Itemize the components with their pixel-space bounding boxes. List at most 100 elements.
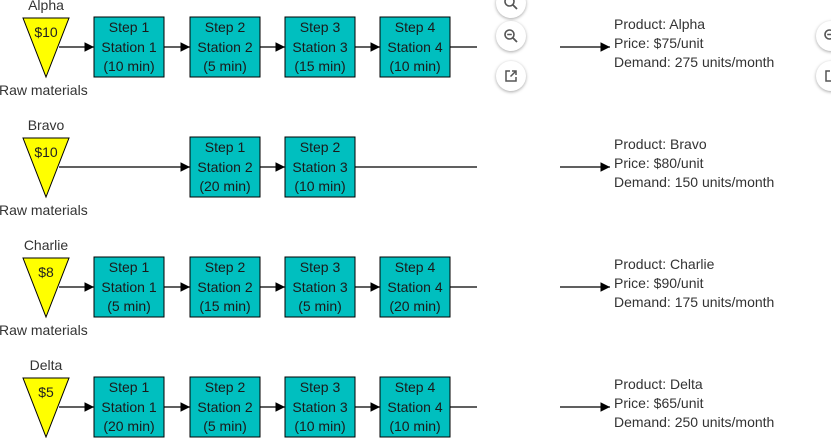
station-box[interactable]: Step 1 Station 1 (20 min) bbox=[93, 376, 165, 438]
station-box[interactable]: Step 4 Station 4 (20 min) bbox=[379, 256, 451, 318]
station-name-label: Station 1 bbox=[101, 39, 156, 55]
station-box[interactable]: Step 2 Station 3 (10 min) bbox=[284, 136, 356, 198]
station-name-label: Station 3 bbox=[292, 279, 347, 295]
raw-material-triangle[interactable] bbox=[22, 17, 70, 79]
station-time-label: (15 min) bbox=[199, 298, 250, 314]
station-box[interactable]: Step 2 Station 2 (15 min) bbox=[189, 256, 261, 318]
raw-material-price: $10 bbox=[34, 144, 58, 160]
station-box-rect bbox=[284, 136, 356, 198]
station-step-label: Step 2 bbox=[300, 139, 341, 155]
zoom-out-icon bbox=[504, 29, 518, 43]
raw-material-triangle[interactable] bbox=[22, 377, 70, 438]
raw-material-name: Bravo bbox=[28, 117, 65, 133]
station-box-rect bbox=[189, 16, 261, 78]
station-time-label: (20 min) bbox=[103, 418, 154, 434]
product-info-line: Price: $80/unit bbox=[614, 155, 704, 171]
station-box-rect bbox=[189, 136, 261, 198]
product-info-line: Price: $75/unit bbox=[614, 35, 704, 51]
raw-material-triangle[interactable] bbox=[22, 257, 70, 319]
station-name-label: Station 2 bbox=[197, 159, 252, 175]
product-info-line: Product: Charlie bbox=[614, 256, 715, 272]
station-box-rect bbox=[284, 376, 356, 438]
raw-materials-label: Raw materials bbox=[0, 322, 88, 338]
station-step-label: Step 1 bbox=[109, 259, 150, 275]
raw-material-name: Alpha bbox=[28, 0, 64, 13]
raw-material-name: Charlie bbox=[24, 237, 69, 253]
station-step-label: Step 2 bbox=[205, 19, 246, 35]
station-step-label: Step 4 bbox=[395, 259, 436, 275]
station-name-label: Station 4 bbox=[387, 39, 442, 55]
raw-material-name: Delta bbox=[30, 357, 63, 373]
station-name-label: Station 3 bbox=[292, 159, 347, 175]
station-name-label: Station 3 bbox=[292, 39, 347, 55]
station-time-label: (10 min) bbox=[103, 58, 154, 74]
product-info-line: Product: Bravo bbox=[614, 136, 707, 152]
station-box-rect bbox=[189, 256, 261, 318]
zoom-out-icon bbox=[824, 29, 831, 40]
station-name-label: Station 3 bbox=[292, 399, 347, 415]
station-step-label: Step 1 bbox=[109, 19, 150, 35]
station-box[interactable]: Step 1 Station 1 (5 min) bbox=[93, 256, 165, 318]
station-name-label: Station 1 bbox=[101, 279, 156, 295]
zoom-out-button[interactable] bbox=[496, 21, 526, 51]
station-time-label: (5 min) bbox=[298, 298, 342, 314]
raw-material-triangle[interactable] bbox=[22, 137, 70, 199]
raw-material-price: $8 bbox=[38, 264, 54, 280]
station-step-label: Step 3 bbox=[300, 19, 341, 35]
station-step-label: Step 2 bbox=[205, 259, 246, 275]
station-time-label: (5 min) bbox=[203, 418, 247, 434]
station-box[interactable]: Step 1 Station 1 (10 min) bbox=[93, 16, 165, 78]
station-time-label: (10 min) bbox=[389, 418, 440, 434]
product-info-line: Product: Alpha bbox=[614, 16, 705, 32]
station-step-label: Step 1 bbox=[109, 379, 150, 395]
station-box-rect bbox=[284, 16, 356, 78]
product-info-line: Demand: 150 units/month bbox=[614, 174, 774, 190]
open-external-icon bbox=[825, 70, 831, 82]
open-external-button-right[interactable] bbox=[816, 61, 831, 91]
station-box-rect bbox=[379, 16, 451, 78]
station-time-label: (5 min) bbox=[107, 298, 151, 314]
station-box[interactable]: Step 3 Station 3 (5 min) bbox=[284, 256, 356, 318]
station-time-label: (20 min) bbox=[389, 298, 440, 314]
station-name-label: Station 2 bbox=[197, 279, 252, 295]
raw-material-price: $10 bbox=[34, 24, 58, 40]
product-info-line: Demand: 275 units/month bbox=[614, 54, 774, 70]
station-time-label: (20 min) bbox=[199, 178, 250, 194]
station-time-label: (10 min) bbox=[294, 178, 345, 194]
station-time-label: (10 min) bbox=[389, 58, 440, 74]
zoom-in-button[interactable] bbox=[496, 0, 526, 18]
station-step-label: Step 3 bbox=[300, 259, 341, 275]
product-info-line: Demand: 250 units/month bbox=[614, 414, 774, 430]
station-name-label: Station 1 bbox=[101, 399, 156, 415]
product-info-line: Product: Delta bbox=[614, 376, 703, 392]
station-box-rect bbox=[93, 16, 165, 78]
product-info-line: Demand: 175 units/month bbox=[614, 294, 774, 310]
station-box-rect bbox=[379, 376, 451, 438]
zoom-in-icon bbox=[504, 0, 518, 10]
zoom-out-button-right[interactable] bbox=[816, 21, 831, 51]
station-box-rect bbox=[93, 256, 165, 318]
station-name-label: Station 4 bbox=[387, 279, 442, 295]
open-external-button[interactable] bbox=[496, 61, 526, 91]
station-time-label: (5 min) bbox=[203, 58, 247, 74]
station-step-label: Step 3 bbox=[300, 379, 341, 395]
station-box[interactable]: Step 2 Station 2 (5 min) bbox=[189, 376, 261, 438]
station-box-rect bbox=[189, 376, 261, 438]
station-name-label: Station 2 bbox=[197, 399, 252, 415]
station-step-label: Step 2 bbox=[205, 379, 246, 395]
